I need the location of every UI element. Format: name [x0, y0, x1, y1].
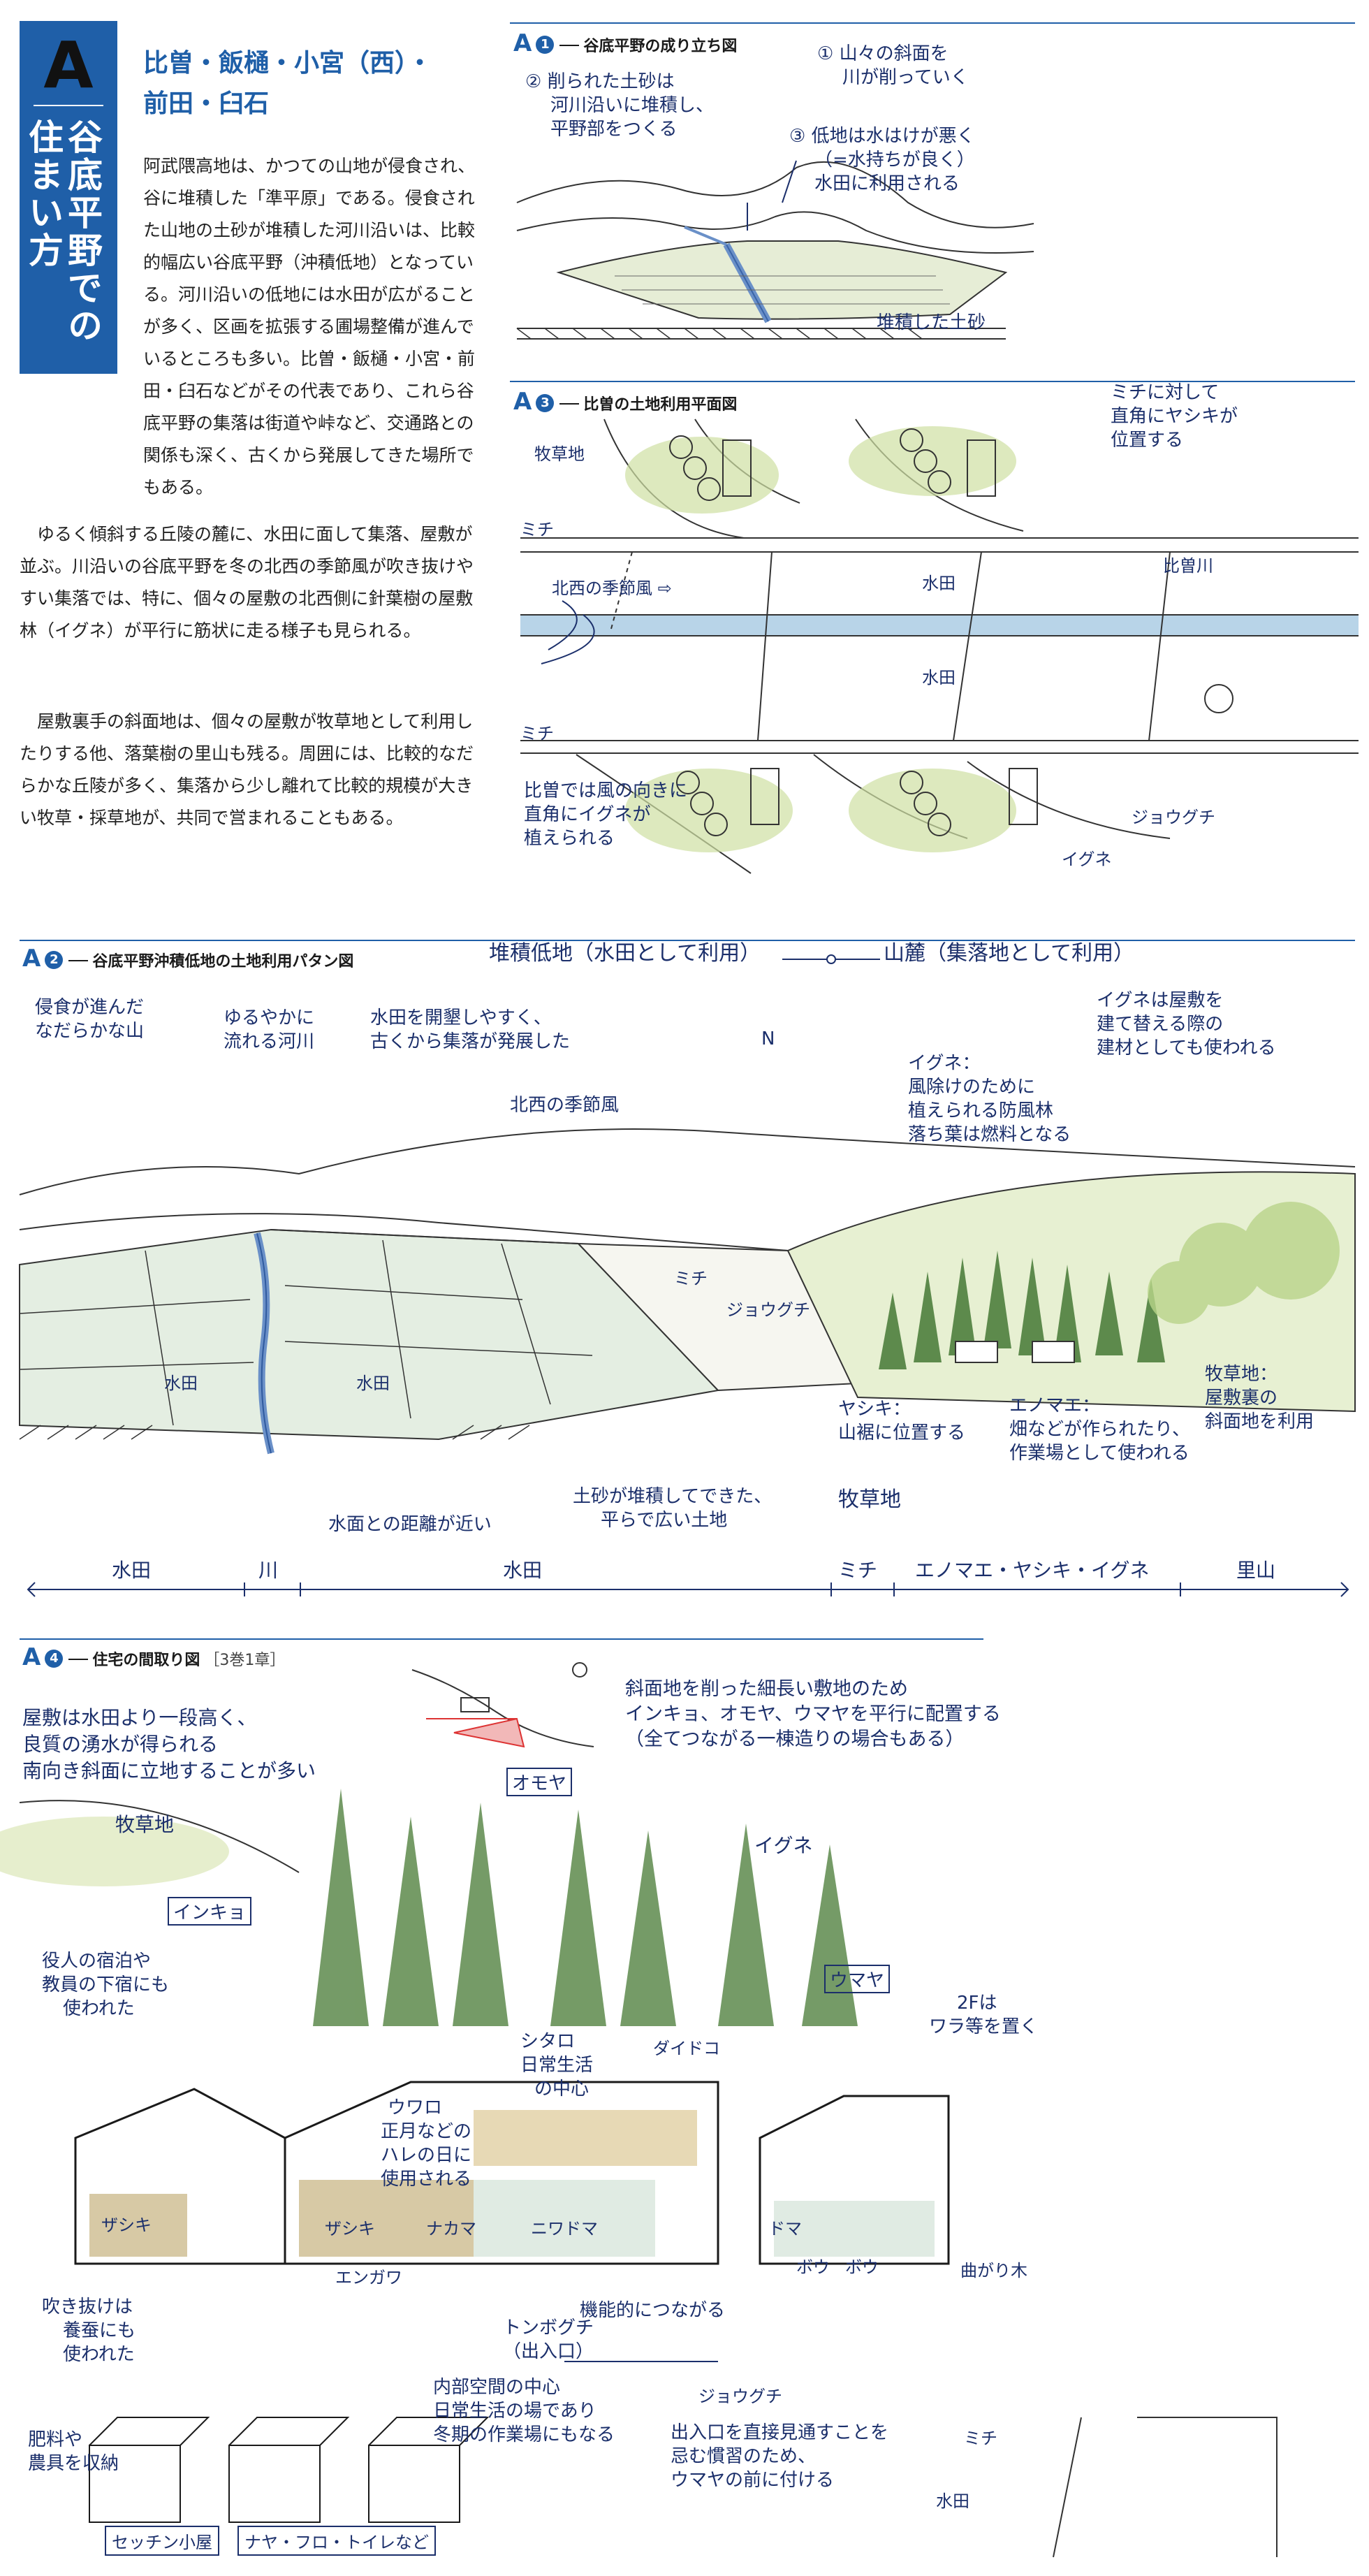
fig-a4-niwadoma: ニワドマ: [531, 2219, 598, 2239]
fig-a4-uwaro: ウワロ正月などのハレの日に使用される: [381, 2097, 472, 2190]
fig-a1-illustration: [516, 160, 1034, 340]
fig-a2-note-wind: 北西の季節風: [510, 1095, 620, 1116]
fig-a1-note-3: ③ 低地は水はけが悪く（=水持ちが良く）水田に利用される: [789, 126, 975, 194]
fig-a4-zashiki-1: ザシキ: [101, 2215, 152, 2235]
fig-a2-suiden-2: 水田: [356, 1374, 390, 1393]
fig-a2-axis-seg-3: 水田: [503, 1559, 543, 1582]
fig-a3-joguchi: ジョウグチ: [1132, 808, 1215, 827]
fig-a4-inkyo: インキョ: [168, 1897, 252, 1926]
fig-a4-doma: ドマ: [768, 2219, 802, 2239]
fig-a2-note-water: 水面との距離が近い: [328, 1514, 492, 1535]
place-names-line1: 比曽・飯樋・小宮（西）・: [143, 49, 433, 78]
place-names: 比曽・飯樋・小宮（西）・ 前田・臼石: [143, 43, 432, 124]
fig-a3-igune-note: 比曽では風の向きに直角にイグネが植えられる: [524, 780, 688, 849]
fig-a2-bottom-axis: [27, 1582, 1349, 1597]
fig-a2-axis-seg-4: ミチ: [838, 1559, 878, 1582]
fig-a4-note-2: 斜面地を削った細長い敷地のためインキョ、オモヤ、ウマヤを平行に配置する（全てつな…: [625, 1678, 1001, 1750]
place-names-line2: 前田・臼石: [143, 89, 270, 118]
fig-a2-michi: ミチ: [674, 1269, 708, 1288]
fig-a2-rule: [20, 940, 1355, 941]
body-paragraph-2: ゆるく傾斜する丘陵の麓に、水田に面して集落、屋敷が並ぶ。川沿いの谷底平野を冬の北…: [20, 524, 474, 641]
fig-a4-kinou: 機能的につながる: [580, 2300, 726, 2321]
section-badge: A 谷底平野での住まい方: [20, 21, 117, 374]
fig-a2-note-dev: 水田を開墾しやすく、古くから集落が発展した: [370, 1007, 571, 1052]
fig-a2-axis-seg-6: 里山: [1236, 1559, 1276, 1582]
fig-a4-suiden: 水田: [936, 2491, 969, 2511]
fig-a4-box-1: セッチン小屋: [105, 2526, 219, 2556]
fig-a2-landscape: [19, 1128, 1356, 1455]
fig-a2-note-river: ゆるやかに流れる河川: [224, 1007, 315, 1052]
fig-a1-rule: [510, 22, 1355, 24]
fig-a2-note-igune-use: イグネは屋敷を建て替える際の建材としても使われる: [1097, 990, 1276, 1058]
fig-a2-suiden-1: 水田: [164, 1374, 198, 1393]
fig-a4-house-sketch: [0, 1789, 1278, 2558]
fig-a4-niwa-note: 内部空間の中心日常生活の場であり冬期の作業場にもなる: [433, 2377, 615, 2445]
fig-a2-axis-right: 山麓（集落地として利用）: [884, 941, 1135, 966]
fig-a2-note-hill: 侵食が進んだなだらかな山: [35, 997, 145, 1042]
fig-a4-inkyo-note: 役人の宿泊や教員の下宿にも使われた: [42, 1951, 170, 2019]
fig-a4-hiryo: 肥料や農具を収納: [28, 2429, 119, 2474]
fig-a4-umaya: ウマヤ: [824, 1965, 891, 1993]
fig-a3-igune: イグネ: [1062, 850, 1112, 869]
fig-a3-rule: [510, 381, 1355, 382]
fig-a1-note-2: ② 削られた土砂は河川沿いに堆積し、平野部をつくる: [525, 71, 715, 140]
fig-a3-bokusochi: 牧草地: [534, 444, 585, 464]
body-paragraph-3: 屋敷裏手の斜面地は、個々の屋敷が牧草地として利用したりする他、落葉樹の里山も残る…: [20, 711, 474, 828]
fig-a4-fukinuke: 吹き抜けは養蚕にも使われた: [42, 2297, 136, 2365]
fig-a4-joguchi-note: 出入口を直接見通すことを忌む慣習のため、ウマヤの前に付ける: [671, 2422, 889, 2491]
fig-a2-note-bokuso: 牧草地：屋敷裏の斜面地を利用: [1205, 1364, 1315, 1432]
fig-a3-plan: [520, 419, 1359, 874]
fig-a4-tonbo: トンボグチ（出入口）: [503, 2317, 594, 2362]
fig-a4-umaya-note: 2Fはワラ等を置く: [929, 1993, 1039, 2037]
fig-a3-yashiki-note: ミチに対して直角にヤシキが位置する: [1111, 382, 1238, 451]
fig-a4-joguchi: ジョウグチ: [698, 2387, 782, 2406]
fig-a4-omoya: オモヤ: [506, 1768, 573, 1796]
fig-a4-bou-2: ボウ: [845, 2257, 879, 2277]
fig-a3-river: 比曽川: [1163, 556, 1213, 576]
body-paragraph-1: 阿武隈高地は、かつての山地が侵食され、谷に堆積した「準平原」である。侵食された山…: [143, 156, 476, 497]
fig-a4-shitaro: シタロ日常生活の中心: [520, 2031, 594, 2100]
fig-a2-axis-seg-1: 水田: [112, 1559, 152, 1582]
fig-a2-axis-seg-2: 川: [258, 1559, 279, 1582]
fig-a4-michi: ミチ: [964, 2429, 997, 2448]
fig-a2-note-soil: 土砂が堆積してできた、平らで広い土地: [573, 1486, 773, 1531]
fig-a3-wind: 北西の季節風 ⇨: [552, 578, 672, 598]
fig-a2-axis-seg-5: エノマエ・ヤシキ・イグネ: [915, 1559, 1150, 1582]
fig-a4-zashiki-2: ザシキ: [325, 2219, 375, 2239]
fig-a3-suiden-1: 水田: [922, 574, 956, 593]
fig-a2-note-igune: イグネ：風除けのために植えられる防風林落ち葉は燃料となる: [908, 1053, 1071, 1145]
fig-a3-michi-top: ミチ: [520, 520, 554, 539]
fig-a2-axis-left: 堆積低地（水田として利用）: [489, 941, 761, 966]
fig-a1-note-1: ① 山々の斜面を川が削っていく: [817, 43, 969, 88]
fig-a2-note-north: N: [761, 1028, 775, 1049]
section-letter: A: [20, 28, 117, 103]
fig-a4-bokuso: 牧草地: [115, 1813, 175, 1836]
fig-a3-michi-bottom: ミチ: [520, 724, 554, 743]
fig-a2-bokuso-lbl: 牧草地: [838, 1487, 901, 1512]
fig-a4-bou-1: ボウ: [796, 2257, 830, 2277]
fig-a2-note-yashiki: ヤシキ：山裾に位置する: [838, 1399, 966, 1443]
fig-a4-rule: [20, 1638, 983, 1640]
fig-a3-suiden-2: 水田: [922, 668, 956, 687]
fig-a4-nakama: ナカマ: [426, 2219, 476, 2239]
fig-a4-site-sketch: [411, 1662, 594, 1748]
fig-a4-box-2: ナヤ・フロ・トイレなど: [237, 2526, 436, 2556]
section-vertical-title: 谷底平野での住まい方: [23, 119, 103, 345]
fig-a4-note-1: 屋敷は水田より一段高く、良質の湧水が得られる南向き斜面に立地することが多い: [22, 1706, 316, 1782]
fig-a4-igune: イグネ: [754, 1834, 813, 1857]
fig-a4-daidoko: ダイドコ: [653, 2039, 720, 2058]
fig-a2-axis-arrow: [782, 954, 880, 964]
fig-a2-joguchi: ジョウグチ: [726, 1300, 810, 1320]
fig-a4-engawa: エンガワ: [335, 2268, 402, 2287]
fig-a2-note-enomae: エノマエ：畑などが作られたり、作業場として使われる: [1009, 1395, 1190, 1464]
fig-a4-magari: 曲がり木: [960, 2261, 1027, 2280]
fig-a1-note-4: 堆積した土砂: [877, 312, 986, 333]
